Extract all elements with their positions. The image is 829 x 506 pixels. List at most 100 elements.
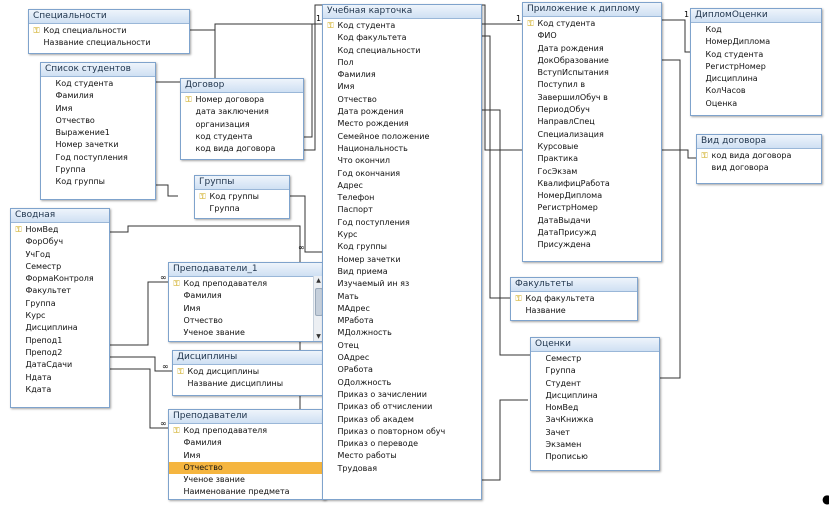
field-row[interactable]: Номер зачетки: [323, 254, 481, 266]
field-row[interactable]: Дисциплина: [11, 322, 109, 334]
table-title[interactable]: Дисциплины: [173, 351, 333, 365]
field-row[interactable]: ⚿ НомВед: [11, 224, 109, 236]
field-row[interactable]: Прописью: [531, 451, 659, 463]
table-title[interactable]: Группы: [195, 176, 289, 190]
field-row[interactable]: Группа: [11, 298, 109, 310]
field-row[interactable]: Код студента: [691, 49, 821, 61]
field-row[interactable]: Наименование предмета: [169, 486, 325, 498]
field-row[interactable]: Курсовые: [523, 141, 661, 153]
field-row[interactable]: Код группы: [323, 241, 481, 253]
field-row[interactable]: ⚿ Код студента: [323, 20, 481, 32]
field-row[interactable]: Вид приема: [323, 266, 481, 278]
table-title[interactable]: Факультеты: [511, 278, 637, 292]
table-gruppy[interactable]: Группы⚿ Код группы Группа: [194, 175, 290, 219]
field-row[interactable]: КолЧасов: [691, 85, 821, 97]
field-row[interactable]: вид договора: [697, 162, 821, 174]
field-row[interactable]: МАдрес: [323, 303, 481, 315]
field-row[interactable]: дата заключения: [181, 106, 303, 118]
field-row[interactable]: ⚿ Код дисциплины: [173, 366, 333, 378]
field-row[interactable]: МДолжность: [323, 327, 481, 339]
table-title[interactable]: Приложение к диплому: [523, 3, 661, 17]
table-svodnaya[interactable]: Сводная⚿ НомВед ФорОбуч УчГод Семестр Фо…: [10, 208, 110, 408]
field-row[interactable]: Код студента: [41, 78, 155, 90]
field-row[interactable]: ФИО: [523, 30, 661, 42]
table-prepodavateli1[interactable]: Преподаватели_1⚿ Код преподавателя Фамил…: [168, 262, 324, 342]
field-row[interactable]: Фамилия: [323, 69, 481, 81]
field-row[interactable]: Телефон: [323, 192, 481, 204]
field-row[interactable]: Код: [691, 24, 821, 36]
field-row[interactable]: Код факультета: [323, 32, 481, 44]
field-row[interactable]: Фамилия: [41, 90, 155, 102]
field-row[interactable]: УчГод: [11, 249, 109, 261]
table-title[interactable]: Преподаватели_1: [169, 263, 323, 277]
field-row[interactable]: Приказ об отчислении: [323, 401, 481, 413]
table-ocenki[interactable]: Оценки Семестр Группа Студент Дисциплина…: [530, 337, 660, 471]
table-prepodavateli[interactable]: Преподаватели⚿ Код преподавателя Фамилия…: [168, 409, 326, 500]
scroll-down-icon[interactable]: ▼: [316, 333, 321, 340]
field-row[interactable]: Мать: [323, 291, 481, 303]
field-row[interactable]: РегистрНомер: [523, 202, 661, 214]
field-row[interactable]: НомерДиплома: [523, 190, 661, 202]
field-row[interactable]: Имя: [169, 450, 325, 462]
field-row[interactable]: ⚿ Код преподавателя: [169, 425, 325, 437]
field-row[interactable]: Студент: [531, 378, 659, 390]
field-row[interactable]: Ученое звание: [169, 474, 325, 486]
field-row[interactable]: Группа: [41, 164, 155, 176]
field-row[interactable]: ⚿ Код факультета: [511, 293, 637, 305]
field-row[interactable]: ДатаСдачи: [11, 359, 109, 371]
field-row[interactable]: ⚿ Код группы: [195, 191, 289, 203]
field-row[interactable]: Фамилия: [169, 437, 325, 449]
field-row[interactable]: ⚿ Код студента: [523, 18, 661, 30]
field-row[interactable]: Экзамен: [531, 439, 659, 451]
field-row[interactable]: Дисциплина: [691, 73, 821, 85]
field-row[interactable]: Присуждена: [523, 239, 661, 251]
field-row[interactable]: НомВед: [531, 402, 659, 414]
table-spisok[interactable]: Список студентов Код студента Фамилия Им…: [40, 62, 156, 200]
field-row[interactable]: код вида договора: [181, 143, 303, 155]
field-row[interactable]: Семейное положение: [323, 131, 481, 143]
table-title[interactable]: ДипломОценки: [691, 9, 821, 23]
field-row[interactable]: Отчество: [169, 461, 325, 475]
field-row[interactable]: Адрес: [323, 180, 481, 192]
field-row[interactable]: Имя: [41, 103, 155, 115]
field-row[interactable]: НаправлСпец: [523, 116, 661, 128]
field-row[interactable]: ФорОбуч: [11, 236, 109, 248]
table-title[interactable]: Договор: [181, 79, 303, 93]
field-row[interactable]: Приказ об академ: [323, 414, 481, 426]
table-discipliny[interactable]: Дисциплины⚿ Код дисциплины Название дисц…: [172, 350, 334, 396]
field-row[interactable]: Препод2: [11, 347, 109, 359]
table-title[interactable]: Преподаватели: [169, 410, 325, 424]
field-row[interactable]: организация: [181, 119, 303, 131]
field-row[interactable]: Ученое звание: [169, 327, 323, 339]
field-row[interactable]: Оценка: [691, 98, 821, 110]
field-row[interactable]: Приказ о зачислении: [323, 389, 481, 401]
field-row[interactable]: Название специальности: [29, 37, 189, 49]
field-row[interactable]: Трудовая: [323, 463, 481, 475]
table-dogovor[interactable]: Договор⚿ Номер договора дата заключения …: [180, 78, 304, 160]
field-row[interactable]: Пол: [323, 57, 481, 69]
table-title[interactable]: Список студентов: [41, 63, 155, 77]
field-row[interactable]: РегистрНомер: [691, 61, 821, 73]
field-row[interactable]: Специализация: [523, 129, 661, 141]
table-kartochka[interactable]: Учебная карточка⚿ Код студента Код факул…: [322, 4, 482, 500]
field-row[interactable]: Группа: [531, 365, 659, 377]
table-prilozhenie[interactable]: Приложение к диплому⚿ Код студента ФИО Д…: [522, 2, 662, 262]
field-row[interactable]: Место работы: [323, 450, 481, 462]
field-row[interactable]: Имя: [323, 81, 481, 93]
field-row[interactable]: Дата рождения: [523, 43, 661, 55]
field-row[interactable]: Год поступления: [323, 217, 481, 229]
table-title[interactable]: Специальности: [29, 10, 189, 24]
table-title[interactable]: Учебная карточка: [323, 5, 481, 19]
field-row[interactable]: Ндата: [11, 372, 109, 384]
field-row[interactable]: ЗачКнижка: [531, 414, 659, 426]
field-row[interactable]: ОДолжность: [323, 377, 481, 389]
field-row[interactable]: Национальность: [323, 143, 481, 155]
field-row[interactable]: Курс: [11, 310, 109, 322]
field-row[interactable]: ДокОбразование: [523, 55, 661, 67]
field-row[interactable]: ⚿ Номер договора: [181, 94, 303, 106]
field-row[interactable]: Приказ о переводе: [323, 438, 481, 450]
field-row[interactable]: Выражение1: [41, 127, 155, 139]
field-row[interactable]: Зачет: [531, 427, 659, 439]
field-row[interactable]: Год окончания: [323, 168, 481, 180]
field-row[interactable]: Отчество: [169, 315, 323, 327]
